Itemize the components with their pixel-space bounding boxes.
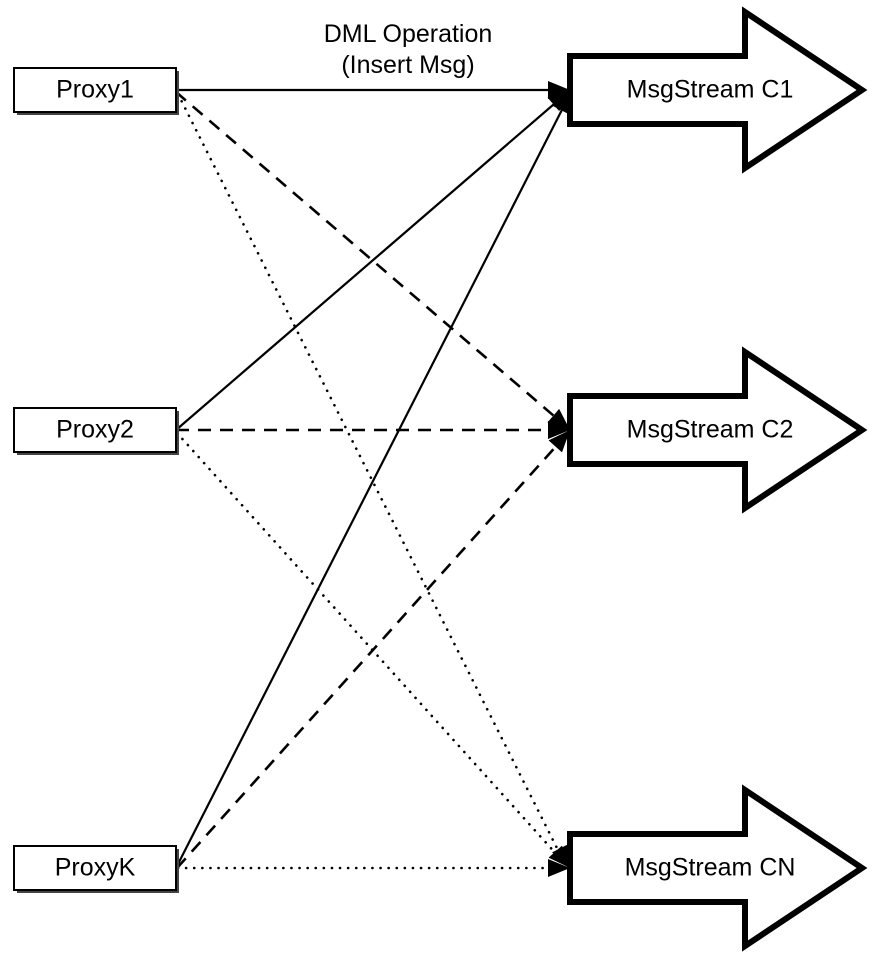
arrowhead-tip	[548, 81, 570, 99]
edge-proxyk-to-stream_c1	[175, 93, 571, 869]
edge-proxyk-to-stream_c2	[176, 432, 569, 869]
proxy-box-outline	[13, 407, 177, 453]
stream-label: MsgStream C2	[627, 416, 794, 444]
arrowhead-tip	[551, 90, 570, 114]
edges-layer	[175, 88, 572, 870]
proxy-label: ProxyK	[55, 854, 136, 882]
edge-proxy2-to-stream_c1	[175, 91, 569, 431]
proxy-node-proxyk[interactable]: ProxyK	[13, 845, 179, 893]
stream-label: MsgStream CN	[625, 854, 796, 882]
edge-proxy1-to-stream_cn	[176, 92, 568, 868]
arrowhead-cluster-ah-c2	[547, 408, 570, 453]
arrowhead-tip	[548, 421, 570, 439]
arrowheads-layer	[547, 81, 570, 877]
proxy-node-proxy1[interactable]: Proxy1	[13, 67, 179, 115]
proxy-label: Proxy1	[56, 76, 134, 104]
arrowhead-tip	[548, 430, 570, 453]
edge-caption-line-1: DML Operation	[324, 20, 493, 48]
stream-nodes-layer: MsgStream C1 MsgStream C2 MsgStream CN	[567, 6, 868, 952]
edge-caption-line-2: (Insert Msg)	[341, 51, 474, 79]
arrowhead-cluster-ah-cn	[548, 844, 570, 877]
stream-node-stream_c1[interactable]: MsgStream C1	[567, 6, 868, 174]
stream-label: MsgStream C1	[627, 76, 794, 104]
stream-block-arrow-shape	[567, 346, 868, 514]
arrowhead-tip	[548, 859, 570, 877]
proxy-box-outline	[13, 845, 177, 891]
proxy-node-proxy2[interactable]: Proxy2	[13, 407, 179, 455]
arrowhead-cluster-ah-c1	[547, 81, 570, 114]
stream-node-stream_cn[interactable]: MsgStream CN	[567, 784, 868, 952]
proxy-box-outline	[13, 67, 177, 113]
stream-node-stream_c2[interactable]: MsgStream C2	[567, 346, 868, 514]
edge-proxy1-to-stream_c2	[175, 91, 569, 429]
proxy-label: Proxy2	[56, 416, 134, 444]
arrowhead-tip	[548, 845, 570, 868]
stream-block-arrow-shape	[567, 784, 868, 952]
edge-caption: DML Operation (Insert Msg)	[324, 20, 493, 79]
stream-block-arrow-shape	[567, 6, 868, 174]
arrowhead-tip	[547, 408, 570, 430]
